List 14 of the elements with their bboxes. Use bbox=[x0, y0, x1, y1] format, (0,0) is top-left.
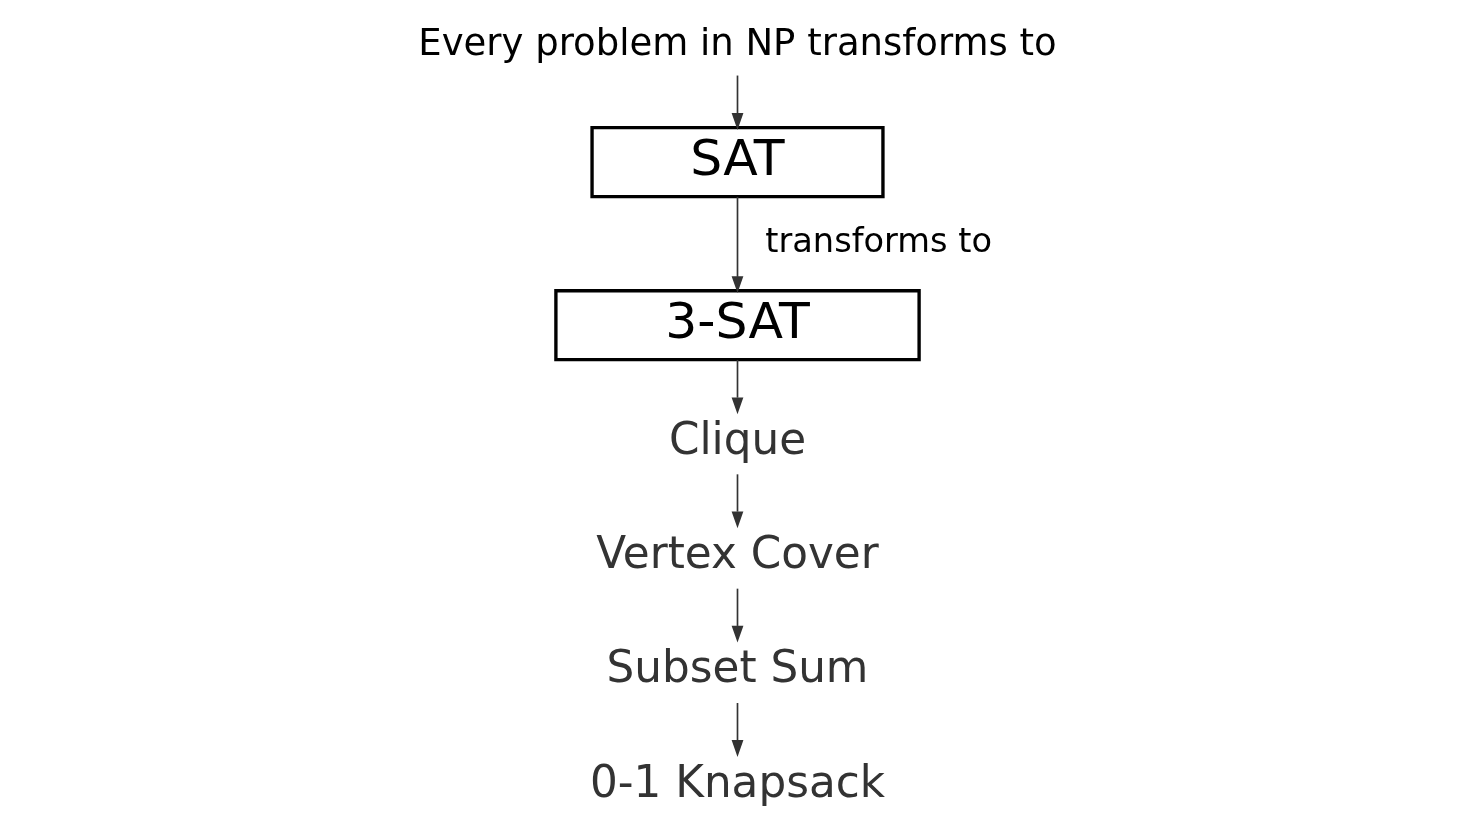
node-text: Subset Sum bbox=[606, 641, 869, 693]
node-box: SAT bbox=[590, 125, 885, 199]
arrow bbox=[731, 702, 744, 757]
arrow bbox=[731, 196, 744, 293]
arrow bbox=[731, 473, 744, 529]
node-text: Every problem in NP transforms to bbox=[418, 20, 1057, 64]
arrow bbox=[731, 74, 744, 130]
edge-label: transforms to bbox=[765, 221, 992, 261]
node-text: Vertex Cover bbox=[596, 526, 879, 578]
arrow bbox=[731, 359, 744, 415]
arrow bbox=[731, 587, 744, 643]
node-text: Clique bbox=[668, 412, 807, 464]
node-text: 0-1 Knapsack bbox=[589, 755, 886, 807]
node-box: 3-SAT bbox=[554, 289, 921, 362]
